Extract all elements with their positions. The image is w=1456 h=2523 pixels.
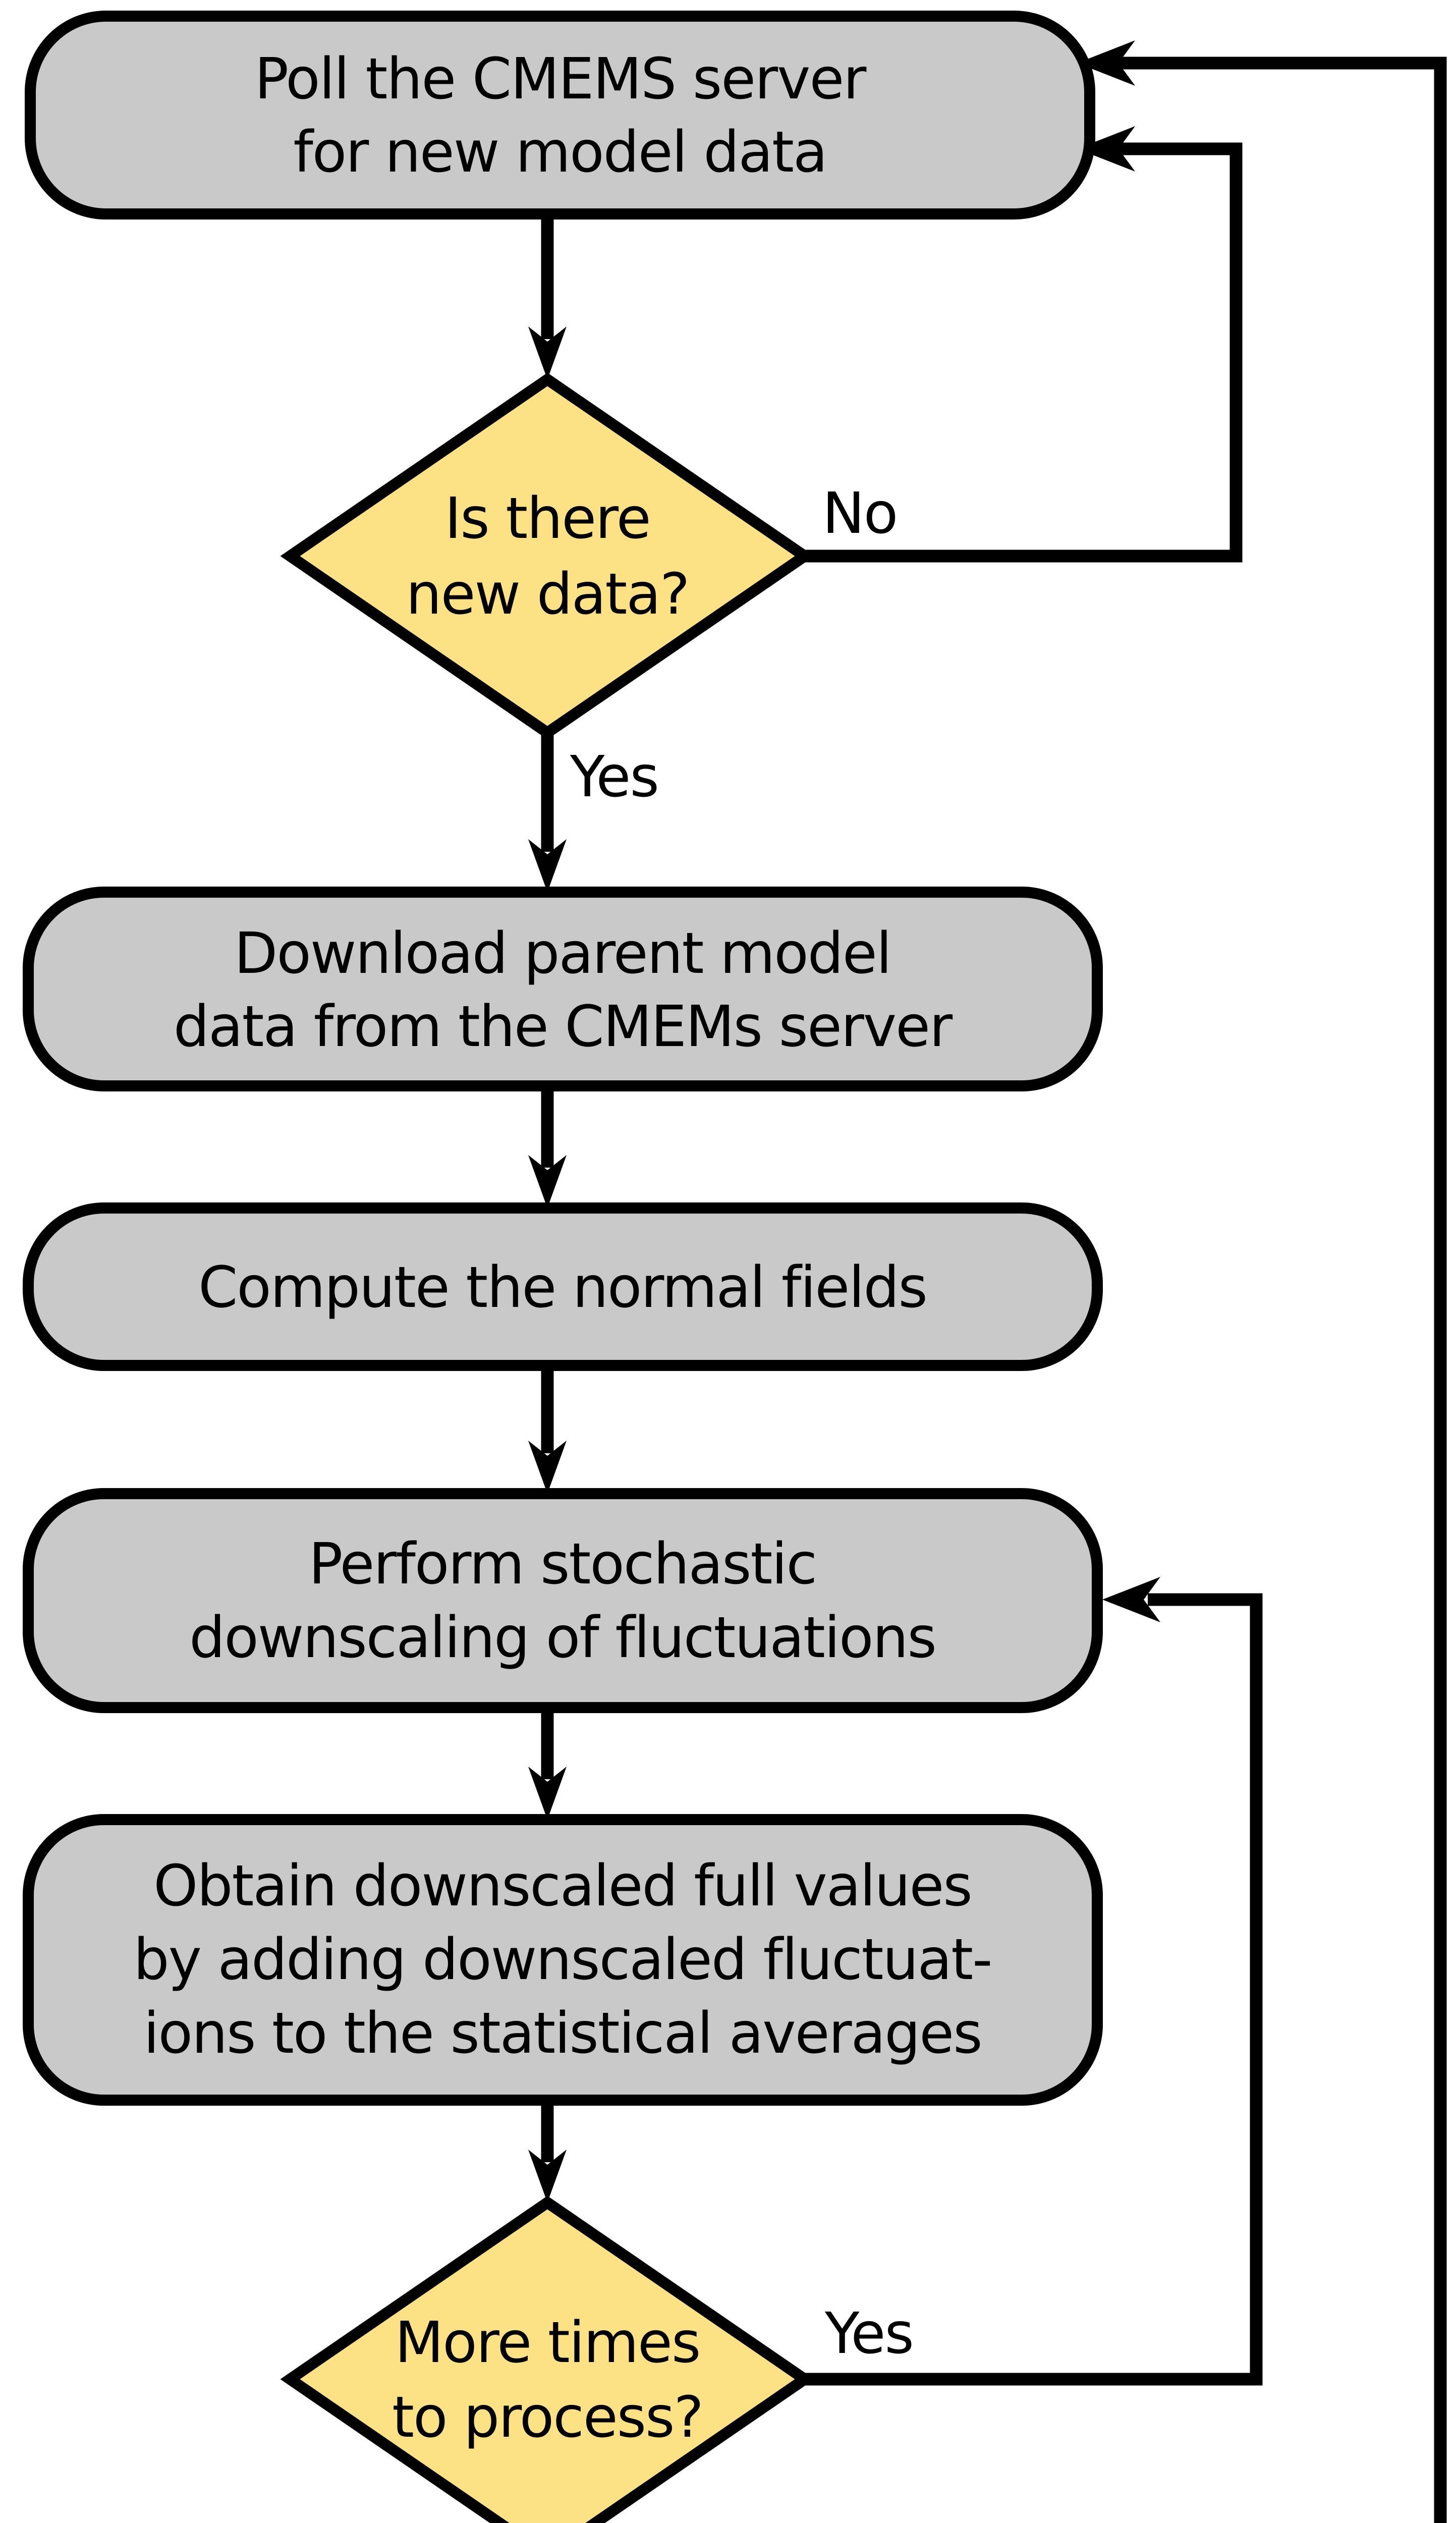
node-poll: Poll the CMEMS server for new model data (25, 11, 1095, 220)
node-is-there-new-data-shape (280, 372, 815, 740)
node-compute-normal-fields-text-1: Compute the normal fields (198, 1255, 927, 1321)
arrow-poll-arrowhead-icon (528, 326, 567, 379)
node-compute-normal-fields: Compute the normal fields (23, 1202, 1103, 1371)
edge-outer-loop-to-poll (1077, 40, 1447, 2523)
node-obtain-downscaled-text-1: Obtain downscaled full values (153, 1853, 972, 1919)
node-is-there-new-data: Is there new data? (280, 372, 815, 740)
node-download-parent-shape (23, 887, 1103, 1091)
node-download-parent-text-2: data from the CMEMs server (174, 994, 953, 1060)
node-more-times-text-2: to process? (392, 2385, 703, 2450)
node-download-parent-text-1: Download parent model (234, 921, 891, 986)
node-perform-stochastic-shape (23, 1488, 1103, 1713)
arrow-download-arrowhead-icon (528, 1155, 567, 1208)
node-poll-shape (25, 11, 1095, 220)
node-is-there-new-data-text-2: new data? (406, 562, 689, 627)
node-perform-stochastic: Perform stochastic downscaling of fluctu… (23, 1488, 1103, 1713)
node-poll-text-1: Poll the CMEMS server (255, 46, 867, 112)
arrow-compute-arrowhead-icon (528, 1441, 567, 1494)
arrow-yes1-arrowhead-icon (528, 839, 567, 892)
arrow-perform-to-obtain (528, 1708, 567, 1820)
edge-yes-loop-path (805, 1593, 1263, 2386)
arrow-download-to-compute (528, 1086, 567, 1208)
edge-outer-loop-path (1118, 57, 1447, 2523)
node-obtain-downscaled-text-2: by adding downscaled fluctuat- (133, 1927, 991, 1993)
edge-label-yes-2: Yes (824, 2301, 913, 2367)
node-perform-stochastic-text-1: Perform stochastic (309, 1531, 816, 1597)
node-obtain-downscaled-text-3: ions to the statistical averages (143, 2001, 981, 2066)
node-poll-text-2: for new model data (293, 120, 826, 185)
edge-no-loop-to-poll: No (805, 126, 1243, 563)
arrow-perform-arrowhead-icon (528, 1767, 567, 1820)
node-obtain-downscaled: Obtain downscaled full values by adding … (23, 1814, 1103, 2106)
arrow-compute-to-perform (528, 1365, 567, 1494)
node-more-times-text-1: More times (395, 2310, 700, 2376)
node-more-times: More times to process? (280, 2196, 815, 2523)
arrow-obtain-to-decision2 (528, 2100, 567, 2203)
edge-no-loop-path (805, 142, 1243, 563)
edge-yes-loop-to-perform: Yes (805, 1577, 1263, 2386)
edge-outer-loop-arrowhead-icon (1077, 40, 1135, 86)
edge-no-loop-arrowhead-icon (1077, 126, 1135, 172)
node-perform-stochastic-text-2: downscaling of fluctuations (189, 1605, 936, 1671)
edge-label-no-1: No (822, 481, 897, 546)
arrow-obtain-arrowhead-icon (528, 2150, 567, 2203)
arrow-decision1-to-download: Yes (528, 733, 659, 892)
node-obtain-downscaled-shape (23, 1814, 1103, 2106)
node-download-parent: Download parent model data from the CMEM… (23, 887, 1103, 1091)
edge-yes-loop-arrowhead-icon (1102, 1577, 1160, 1622)
node-more-times-shape (280, 2196, 815, 2523)
edge-label-yes-1: Yes (570, 744, 658, 810)
node-compute-normal-fields-shape (23, 1202, 1103, 1371)
node-is-there-new-data-text-1: Is there (444, 486, 650, 552)
arrow-poll-to-decision1 (528, 214, 567, 379)
